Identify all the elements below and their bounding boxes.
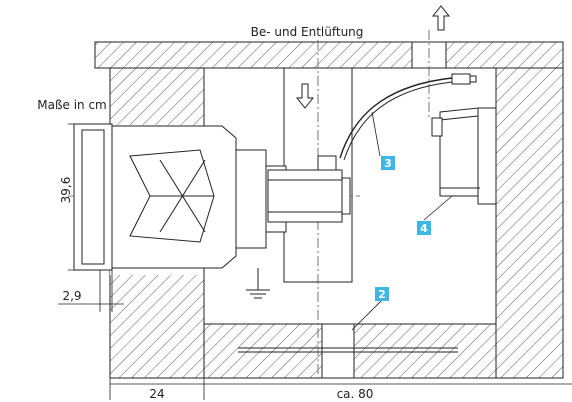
dimensions-unit-label: Maße in cm xyxy=(37,98,107,112)
power-cable xyxy=(339,77,453,159)
ventilation-label: Be- und Entlüftung xyxy=(251,25,364,39)
leader-lines xyxy=(351,111,453,331)
callout-3-badge xyxy=(381,156,395,170)
fan-device xyxy=(73,123,351,271)
callout-4-badge xyxy=(417,221,431,235)
ground-symbol-icon xyxy=(246,268,270,299)
airflow-arrows xyxy=(295,5,451,109)
callout-2-number: 2 xyxy=(378,288,386,301)
floor-channel xyxy=(321,323,355,379)
control-unit xyxy=(431,107,497,205)
fan-housing xyxy=(111,125,237,269)
intake-arrow-down-icon xyxy=(295,83,315,109)
depth-dimension-label: ca. 80 xyxy=(337,387,374,401)
exhaust-arrow-up-icon xyxy=(431,5,451,31)
top-slab xyxy=(94,41,564,69)
wall-dimension-label: 24 xyxy=(149,387,164,401)
motor-body xyxy=(267,169,343,223)
callout-2-badge xyxy=(375,287,389,301)
height-dimension-label: 39,6 xyxy=(59,177,73,204)
callout-4-number: 4 xyxy=(420,222,428,235)
thickness-dimension-label: 2,9 xyxy=(62,289,81,303)
cable-connector xyxy=(451,73,477,85)
callout-3-number: 3 xyxy=(384,157,392,170)
callout-badges: 3 4 2 xyxy=(375,156,431,301)
dimension-lines xyxy=(58,123,572,400)
right-wall xyxy=(495,67,564,379)
